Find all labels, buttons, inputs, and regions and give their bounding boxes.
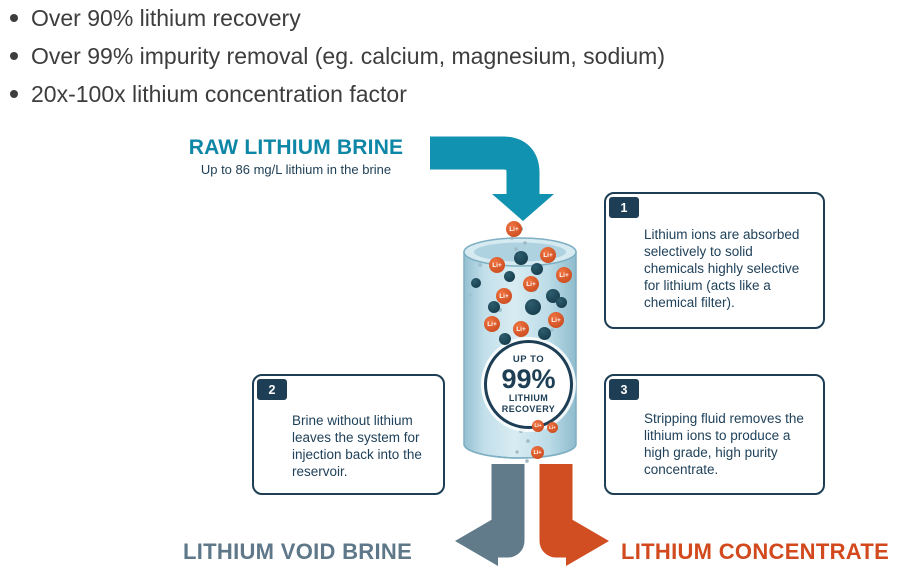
callout-2-number: 2 [257, 379, 287, 400]
badge-value: 99% [501, 364, 556, 394]
bullet-item: Over 90% lithium recovery [8, 2, 665, 40]
bullet-dot-icon [10, 90, 18, 98]
inflow-arrow-icon [430, 136, 554, 221]
raw-brine-label: RAW LITHIUM BRINE Up to 86 mg/L lithium … [168, 136, 424, 177]
callout-1-text: Lithium ions are absorbed selectively to… [644, 227, 800, 310]
lithium-ion: Li+ [484, 316, 500, 332]
lithium-ion: Li+ [513, 321, 529, 337]
lithium-ion: Li+ [506, 221, 522, 237]
impurity-ion [525, 299, 541, 315]
callout-2: 2 Brine without lithium leaves the syste… [252, 374, 445, 495]
lithium-ion: Li+ [532, 420, 544, 432]
lithium-ion: Li+ [556, 267, 572, 283]
bullet-text: Over 99% impurity removal (eg. calcium, … [31, 43, 665, 69]
raw-brine-title: RAW LITHIUM BRINE [188, 136, 404, 159]
badge-line1: LITHIUM [508, 393, 549, 403]
impurity-ion [471, 278, 481, 288]
impurity-ion [514, 251, 528, 265]
callout-3-number: 3 [609, 379, 639, 400]
bullet-dot-icon [10, 52, 18, 60]
impurity-ion [499, 333, 511, 345]
lithium-ion: Li+ [531, 446, 544, 459]
bullet-item: 20x-100x lithium concentration factor [8, 78, 665, 116]
void-brine-arrow-icon [455, 464, 525, 566]
callout-2-text: Brine without lithium leaves the system … [292, 413, 422, 479]
callout-3: 3 Stripping fluid removes the lithium io… [604, 374, 825, 495]
impurity-ion [556, 297, 567, 308]
bullet-text: 20x-100x lithium concentration factor [31, 81, 407, 107]
concentrate-arrow-icon [539, 464, 609, 566]
bullet-text: Over 90% lithium recovery [31, 5, 301, 31]
impurity-ion [531, 263, 543, 275]
lithium-ion: Li+ [540, 247, 556, 263]
badge-line2: RECOVERY [501, 404, 556, 414]
impurity-ion [488, 301, 500, 313]
lithium-ion: Li+ [548, 312, 564, 328]
lithium-ion: Li+ [523, 276, 539, 292]
lithium-ion: Li+ [496, 288, 512, 304]
callout-3-text: Stripping fluid removes the lithium ions… [644, 411, 804, 477]
lithium-ion: Li+ [547, 422, 558, 433]
callout-1: 1 Lithium ions are absorbed selectively … [604, 192, 825, 329]
impurity-ion [538, 327, 551, 340]
bullet-item: Over 99% impurity removal (eg. calcium, … [8, 40, 665, 78]
impurity-ion [504, 271, 515, 282]
lithium-ion: Li+ [489, 257, 505, 273]
bullet-dot-icon [10, 14, 18, 22]
recovery-badge: UP TO 99% LITHIUM RECOVERY [484, 340, 573, 429]
raw-brine-subtitle: Up to 86 mg/L lithium in the brine [200, 162, 392, 177]
bullet-list: Over 90% lithium recovery Over 99% impur… [8, 2, 665, 116]
badge-up-to: UP TO [512, 354, 545, 365]
void-brine-label: LITHIUM VOID BRINE [183, 539, 413, 564]
callout-1-number: 1 [609, 197, 639, 218]
concentrate-label: LITHIUM CONCENTRATE [621, 539, 890, 564]
